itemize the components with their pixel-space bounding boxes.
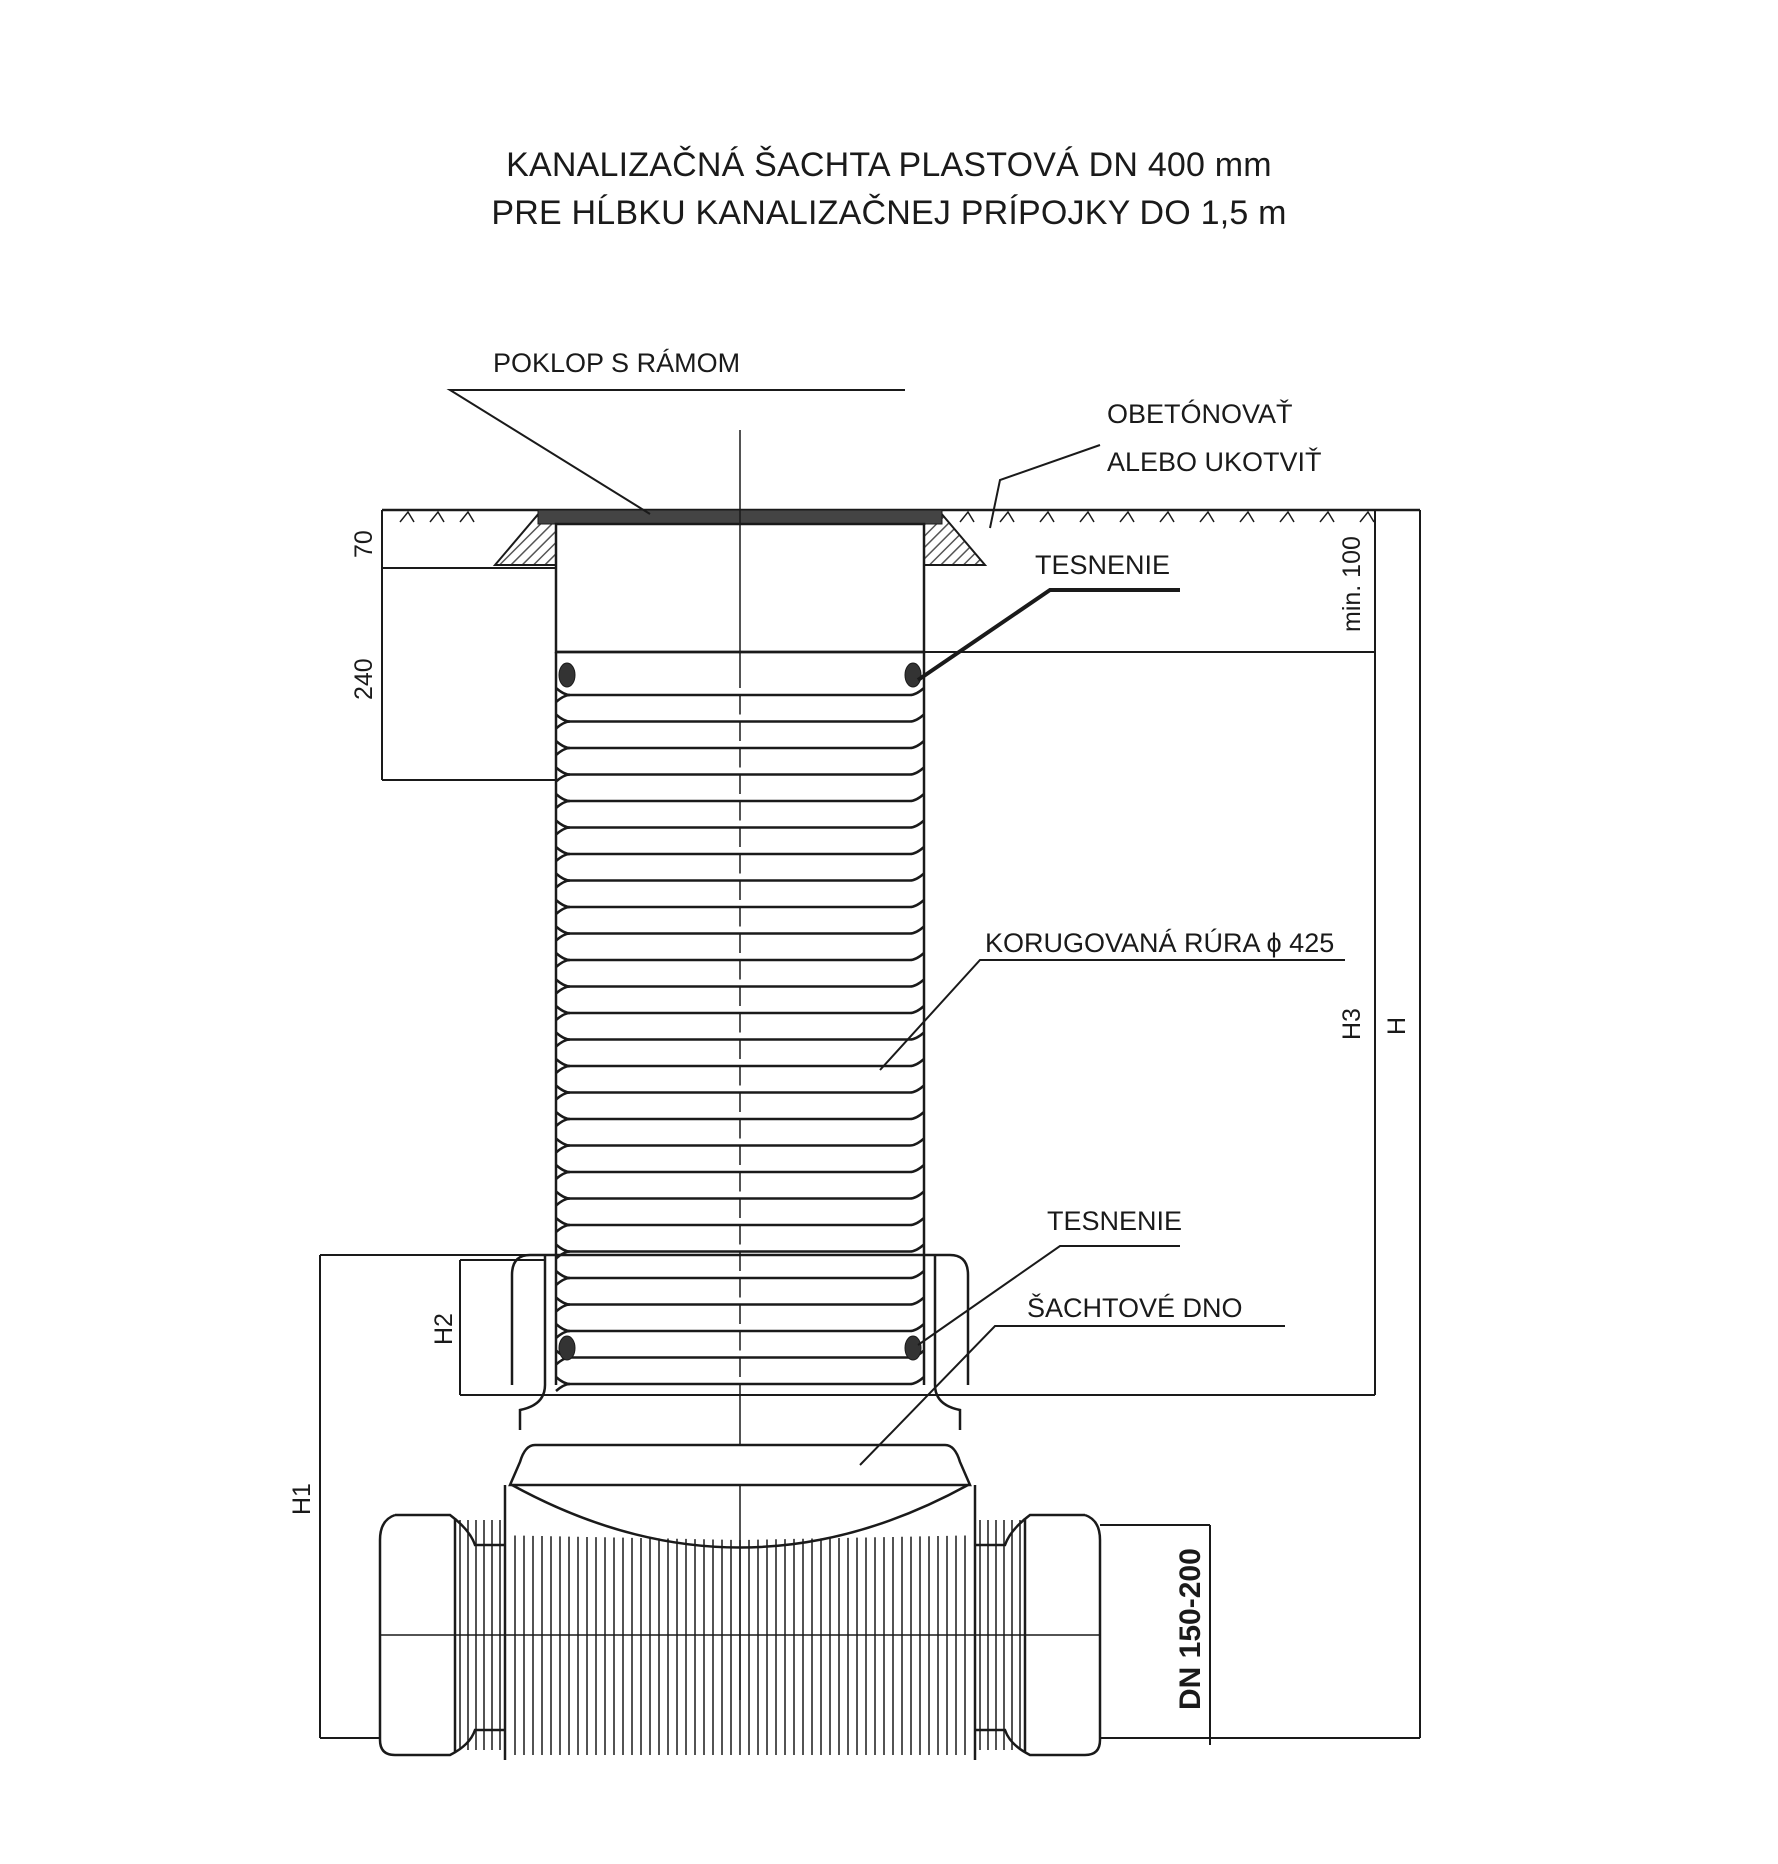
concrete-label-1: OBETÓNOVAŤ bbox=[1107, 398, 1293, 429]
dim-min100: min. 100 bbox=[1338, 536, 1366, 632]
seals bbox=[558, 662, 922, 1361]
dimension-lines bbox=[319, 510, 1421, 1745]
dim-240: 240 bbox=[350, 658, 378, 700]
dim-h: H bbox=[1383, 1017, 1411, 1035]
dim-h1: H1 bbox=[288, 1483, 316, 1515]
dim-dn: DN 150-200 bbox=[1174, 1548, 1207, 1710]
title-line-2: PRE HĹBKU KANALIZAČNEJ PRÍPOJKY DO 1,5 m bbox=[491, 194, 1287, 232]
dim-70: 70 bbox=[350, 530, 378, 558]
base-label: ŠACHTOVÉ DNO bbox=[1027, 1292, 1243, 1323]
dim-h2: H2 bbox=[430, 1313, 458, 1345]
corrugated-pipe bbox=[554, 650, 926, 1392]
seal-top-label: TESNENIE bbox=[1035, 550, 1170, 580]
leader-lines bbox=[446, 389, 1345, 1466]
horizontal-pipe bbox=[378, 1513, 1102, 1757]
title-line-1: KANALIZAČNÁ ŠACHTA PLASTOVÁ DN 400 mm bbox=[506, 146, 1272, 184]
concrete-label-2: ALEBO UKOTVIŤ bbox=[1107, 446, 1322, 477]
pipe-label: KORUGOVANÁ RÚRA ϕ 425 bbox=[985, 927, 1334, 958]
dim-h3: H3 bbox=[1338, 1008, 1366, 1040]
seal-bottom-label: TESNENIE bbox=[1047, 1206, 1182, 1236]
cover-label: POKLOP S RÁMOM bbox=[493, 348, 740, 378]
shaft-bottom bbox=[503, 1443, 977, 1760]
